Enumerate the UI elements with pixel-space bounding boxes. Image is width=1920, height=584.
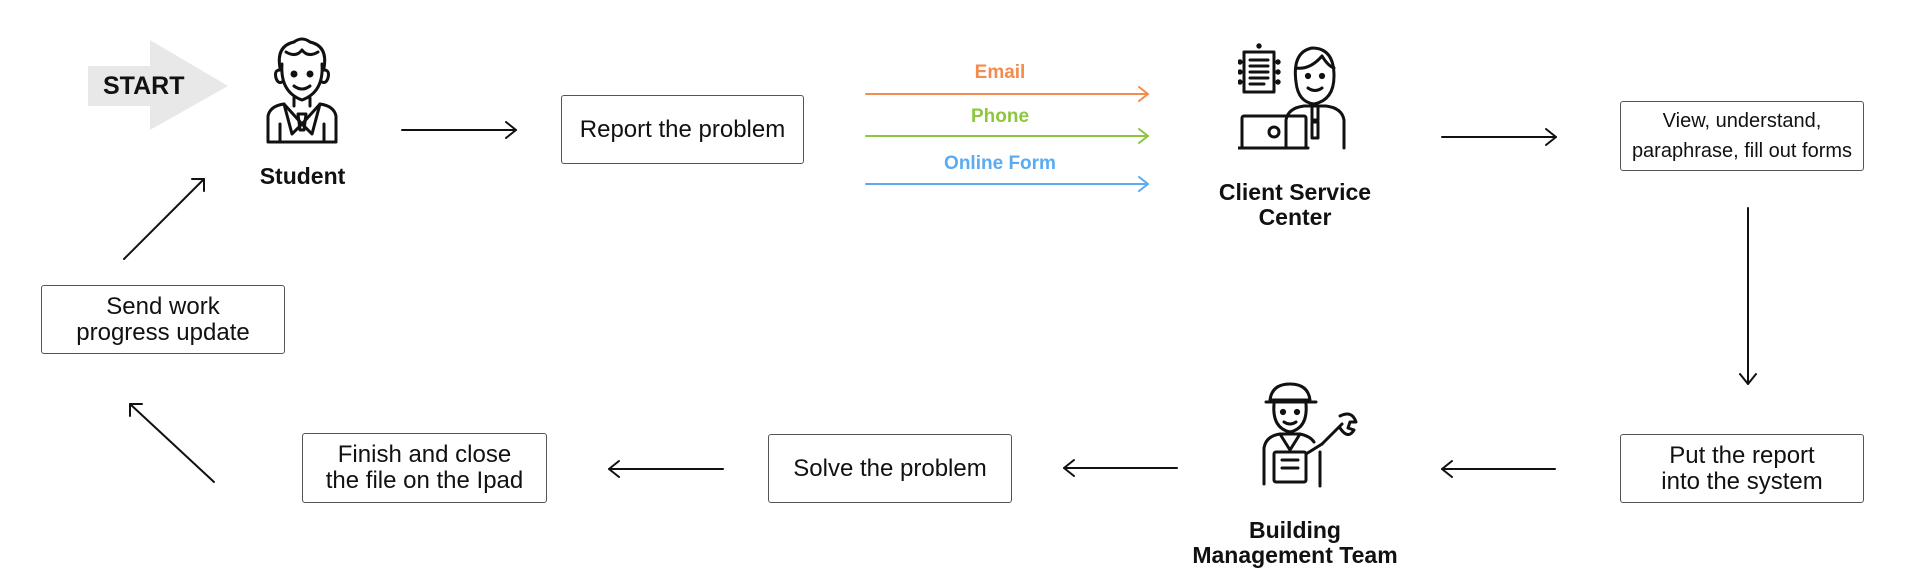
solve-problem-text: Solve the problem	[793, 454, 987, 482]
student-icon	[266, 37, 338, 144]
channel-email-label: Email	[974, 62, 1026, 83]
arrow-online-form-channel	[865, 176, 1149, 192]
arrow-finish-to-send	[129, 403, 215, 483]
student-label: Student	[259, 163, 346, 189]
client-service-label-line1: Client Service	[1218, 179, 1372, 205]
view-understand-text-line2: paraphrase, fill out forms	[1631, 140, 1853, 162]
put-report-text-line1: Put the report	[1669, 441, 1815, 469]
put-report-box: Put the report into the system	[1620, 434, 1864, 503]
arrow-student-to-report	[401, 121, 517, 139]
arrow-view-to-put	[1739, 207, 1757, 385]
building-management-icon	[1262, 382, 1358, 488]
start-label: START	[103, 72, 185, 100]
arrow-send-to-student	[123, 178, 205, 260]
arrow-building-to-solve	[1063, 459, 1178, 477]
channel-phone-label: Phone	[970, 106, 1030, 127]
put-report-text-line2: into the system	[1661, 467, 1823, 495]
building-team-label: Building Management Team	[1165, 518, 1425, 568]
channel-online-form-label: Online Form	[944, 153, 1056, 174]
view-understand-box: View, understand, paraphrase, fill out f…	[1620, 101, 1864, 171]
finish-close-box: Finish and close the file on the Ipad	[302, 433, 547, 503]
solve-problem-box: Solve the problem	[768, 434, 1012, 503]
view-understand-text-line1: View, understand,	[1662, 110, 1822, 132]
client-service-icon	[1238, 43, 1346, 150]
building-team-label-line2: Management Team	[1192, 542, 1398, 568]
arrow-email-channel	[865, 86, 1149, 102]
arrow-client-to-view	[1441, 128, 1557, 146]
finish-close-text-line2: the file on the Ipad	[325, 467, 524, 494]
finish-close-text-line1: Finish and close	[337, 441, 512, 468]
arrow-solve-to-finish	[608, 460, 724, 478]
client-service-label: Client Service Center	[1180, 180, 1410, 230]
client-service-label-line2: Center	[1258, 204, 1332, 230]
send-update-text-line2: progress update	[76, 318, 250, 346]
report-problem-text: Report the problem	[579, 115, 786, 143]
send-update-text-line1: Send work	[106, 292, 220, 320]
arrow-put-to-building	[1441, 460, 1556, 478]
send-update-box: Send work progress update	[41, 285, 285, 354]
building-team-label-line1: Building	[1249, 517, 1341, 543]
arrow-phone-channel	[865, 128, 1149, 144]
report-problem-box: Report the problem	[561, 95, 804, 164]
